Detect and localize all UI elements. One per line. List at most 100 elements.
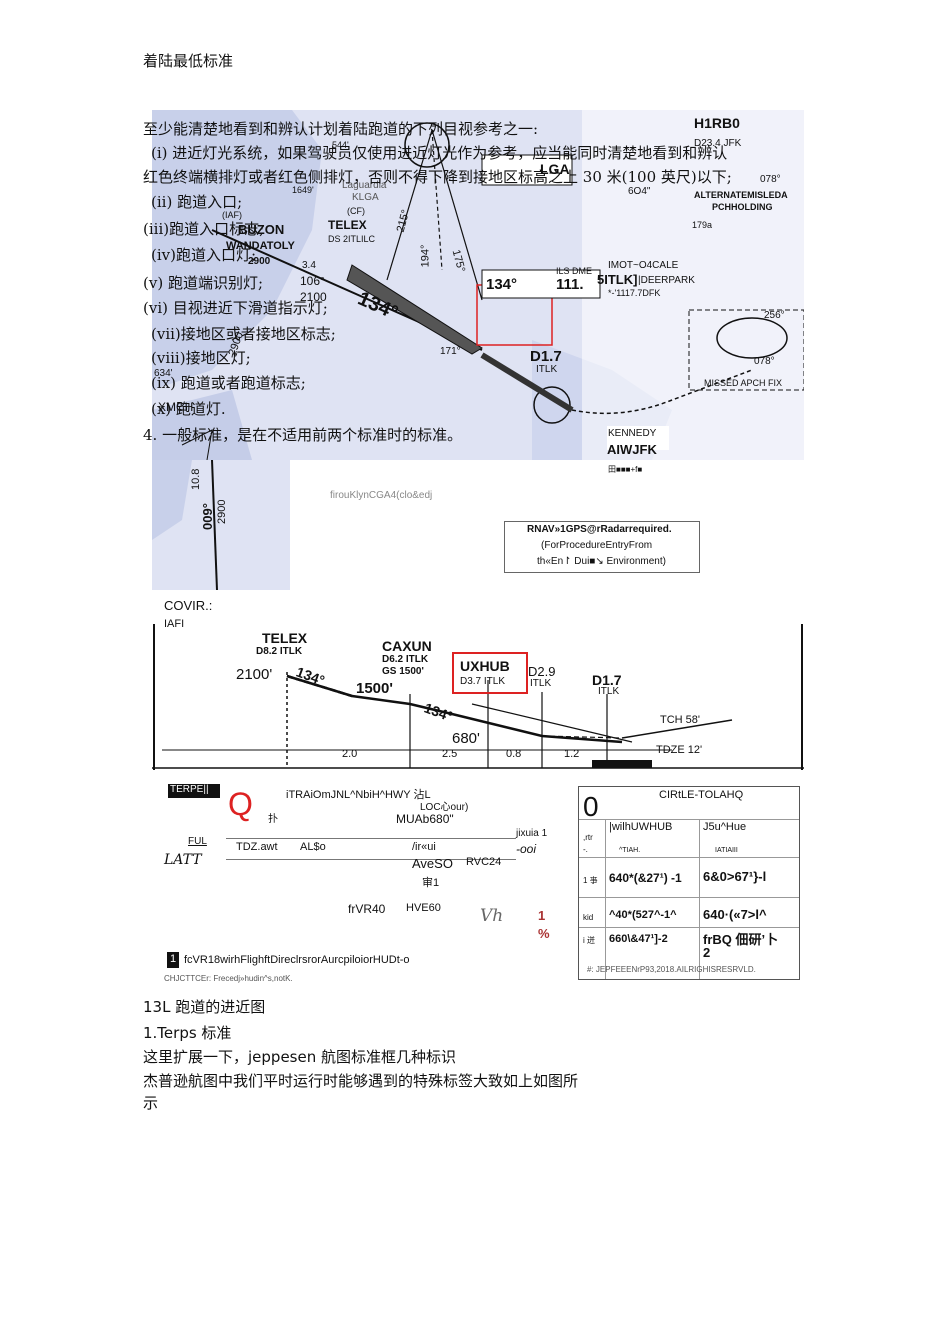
covir-label: COVIR.: xyxy=(164,598,213,613)
minima-r2b: 640·(«7>l^ xyxy=(703,907,767,922)
minima-r3a: 660\&47¹]-2 xyxy=(609,933,668,945)
lga-box-label: LGA xyxy=(540,161,570,177)
profile-view: TELEX D8.2 ITLK CAXUN D6.2 ITLK GS 1500'… xyxy=(152,624,804,770)
terpe-tag: TERPE|| xyxy=(168,784,220,798)
aveso-label: AveSO xyxy=(412,856,453,871)
minima-row-rule-2 xyxy=(579,897,799,898)
sitlk-label: 5ITLK] xyxy=(597,272,638,287)
freq111-label: 111. xyxy=(556,276,584,293)
profile-caxun-d: D6.2 ITLK xyxy=(382,654,429,665)
minima-sub1: ^TIAH. xyxy=(619,847,641,854)
minima-col-rule-2 xyxy=(699,819,700,979)
n108-label: 10.8 xyxy=(190,468,202,490)
fui-label: FUL xyxy=(188,836,207,847)
hve60-label: HVE60 xyxy=(406,902,441,914)
klga-label: KLGA xyxy=(352,192,379,203)
wei1-label: 审1 xyxy=(422,877,440,889)
ils-dme-label: ILS DME xyxy=(556,266,593,276)
n634-label: 634' xyxy=(154,368,173,379)
minima-r1a: 640*(&27¹) -1 xyxy=(609,871,682,885)
doc-para2a: 杰普逊航图中我们平时运行时能够遇到的特殊标签大致如上如图所 xyxy=(143,1072,579,1090)
minima-r1b: 6&0>67¹}-l xyxy=(703,869,767,884)
uxhub-highlight-box: UXHUB D3.7 ITLK xyxy=(452,652,528,694)
doc-line-11: (ix) 跑道或者跑道标志; xyxy=(151,374,306,392)
minima-row-rule-3 xyxy=(579,927,799,928)
profile-caxun: CAXUN xyxy=(382,638,432,654)
doc-caption: 13L 跑道的进近图 xyxy=(143,998,266,1016)
doc-line-1: 至少能清楚地看到和辨认计划着陆跑道的下列目视参考之一: xyxy=(143,120,539,138)
laguardia-label: Laguardia xyxy=(342,180,387,191)
n604-label: 6O4" xyxy=(628,186,651,197)
n009-label: 009° xyxy=(200,503,215,530)
minima-col-rule-1 xyxy=(605,819,606,979)
doc-line-9: (vii)接地区或者接地区标志; xyxy=(151,325,336,343)
approach-lower-graphic xyxy=(152,459,218,591)
profile-uxhub: UXHUB xyxy=(460,658,510,674)
nuo-label: 扑 xyxy=(268,814,278,825)
latt-label: LATT xyxy=(164,852,202,868)
rvc24-label: RVC24 xyxy=(466,856,502,868)
pct-label: % xyxy=(538,926,550,941)
deerpark-label: |DEERPARK xyxy=(638,275,695,286)
frvr40-label: frVR40 xyxy=(348,902,386,916)
approach-chart-graphic xyxy=(152,110,804,460)
minima-title: CIRtLE-TOLAHQ xyxy=(659,789,744,801)
profile-tch: TCH 58' xyxy=(660,714,700,726)
aiwjfk-label: AIWJFK xyxy=(607,442,657,457)
approach-plan-lower: 10.8 009° 2900 xyxy=(152,459,290,591)
iaf-label: (IAF) xyxy=(222,210,242,220)
minima-side2: -. xyxy=(583,845,588,854)
doc-para2b: 示 xyxy=(143,1094,159,1112)
doc-line-2: (i) 进近灯光系统，如果驾驶员仅使用进近灯光作为参考，应当能同时清楚地看到和辨… xyxy=(151,144,728,162)
wanda-label: WANDATOLY xyxy=(226,240,295,252)
profile-d17-itlk: ITLK xyxy=(598,686,620,697)
doc-line-13: 4. 一般标准，是在不适用前两个标准时的标准。 xyxy=(143,426,463,444)
doc-para1: 这里扩展一下，jeppesen 航图标准框几种标识 xyxy=(143,1048,456,1066)
n194-label: 194° xyxy=(419,244,432,268)
minima-header-rule xyxy=(579,819,799,820)
circle-to-land-minima-table: 0 CIRtLE-TOLAHQ ,rtr -. |wilhUWHUB J5u^H… xyxy=(578,786,800,980)
profile-d29: D2.9 xyxy=(528,664,556,679)
brooklyn-label: firouKlynCGA4(clo&edj xyxy=(330,490,433,501)
profile-tdze: TDZE 12' xyxy=(656,744,703,756)
kennedy-label: KENNEDY xyxy=(608,428,657,439)
iafi-label: IAFI xyxy=(164,618,185,630)
rnav-line2: (ForProcedureEntryFrom xyxy=(541,540,653,551)
n2900a-label: 2900 xyxy=(248,256,271,267)
profile-dist25: 2.5 xyxy=(442,748,458,760)
minima-sub2: IATIAIII xyxy=(715,847,738,854)
profile-uxhub-d: D3.7 ITLK xyxy=(460,676,506,687)
doc-line-7: (v) 跑道端识别灯; xyxy=(143,274,264,292)
itlk-label: ITLK xyxy=(536,364,558,375)
doc-line-5: (iii)跑道入口标志; xyxy=(143,220,265,238)
n1649-label: 1649' xyxy=(292,185,314,195)
profile-alt2100: 2100' xyxy=(236,666,273,683)
n171-label: 171° xyxy=(440,346,461,357)
doc-line-10: (viii)接地区灯; xyxy=(151,349,251,367)
holding-label: PCHHOLDING xyxy=(712,202,773,212)
jixuia-label: jixuia 1 xyxy=(516,828,548,839)
doc-line-12: (x) 跑道灯. xyxy=(151,400,226,418)
h1rb0-label: H1RB0 xyxy=(694,115,740,131)
doc-line-8: (vi) 目视进近下滑道指示灯; xyxy=(143,299,328,317)
minima-r3c: 2 xyxy=(703,945,711,960)
chj-label: CHJCTTCEr: Frecedj»hudin^s,notK. xyxy=(164,974,293,983)
ooi-label: -ooi xyxy=(516,842,537,856)
n2100-label: 2100 xyxy=(300,290,327,304)
minima-col2: J5u^Hue xyxy=(703,821,747,833)
d23-label: D23.4 JFK xyxy=(694,138,742,149)
q-mark: Q xyxy=(228,786,253,822)
kennedy-sub-label: 田■■■+f■ xyxy=(608,465,643,474)
alternate-label: ALTERNATEMISLEDA xyxy=(694,190,788,200)
doc-line-6: (iv)跑道入口灯; xyxy=(151,246,257,264)
terpe-label: TERPE|| xyxy=(170,784,209,795)
d17-label: D1.7 xyxy=(530,348,562,365)
profile-d29-itlk: ITLK xyxy=(530,678,552,689)
crs134-label: 134° xyxy=(486,276,518,293)
rnav-line3: th«En↾ Dui■↘ Environment) xyxy=(537,556,666,567)
n544-label: 544' xyxy=(332,140,349,150)
doc-heading: 着陆最低标准 xyxy=(143,52,234,70)
minima-lbl1: 1 亊 xyxy=(583,876,598,885)
vh-label: Vh xyxy=(480,906,504,926)
minima-side: ,rtr xyxy=(583,833,593,842)
